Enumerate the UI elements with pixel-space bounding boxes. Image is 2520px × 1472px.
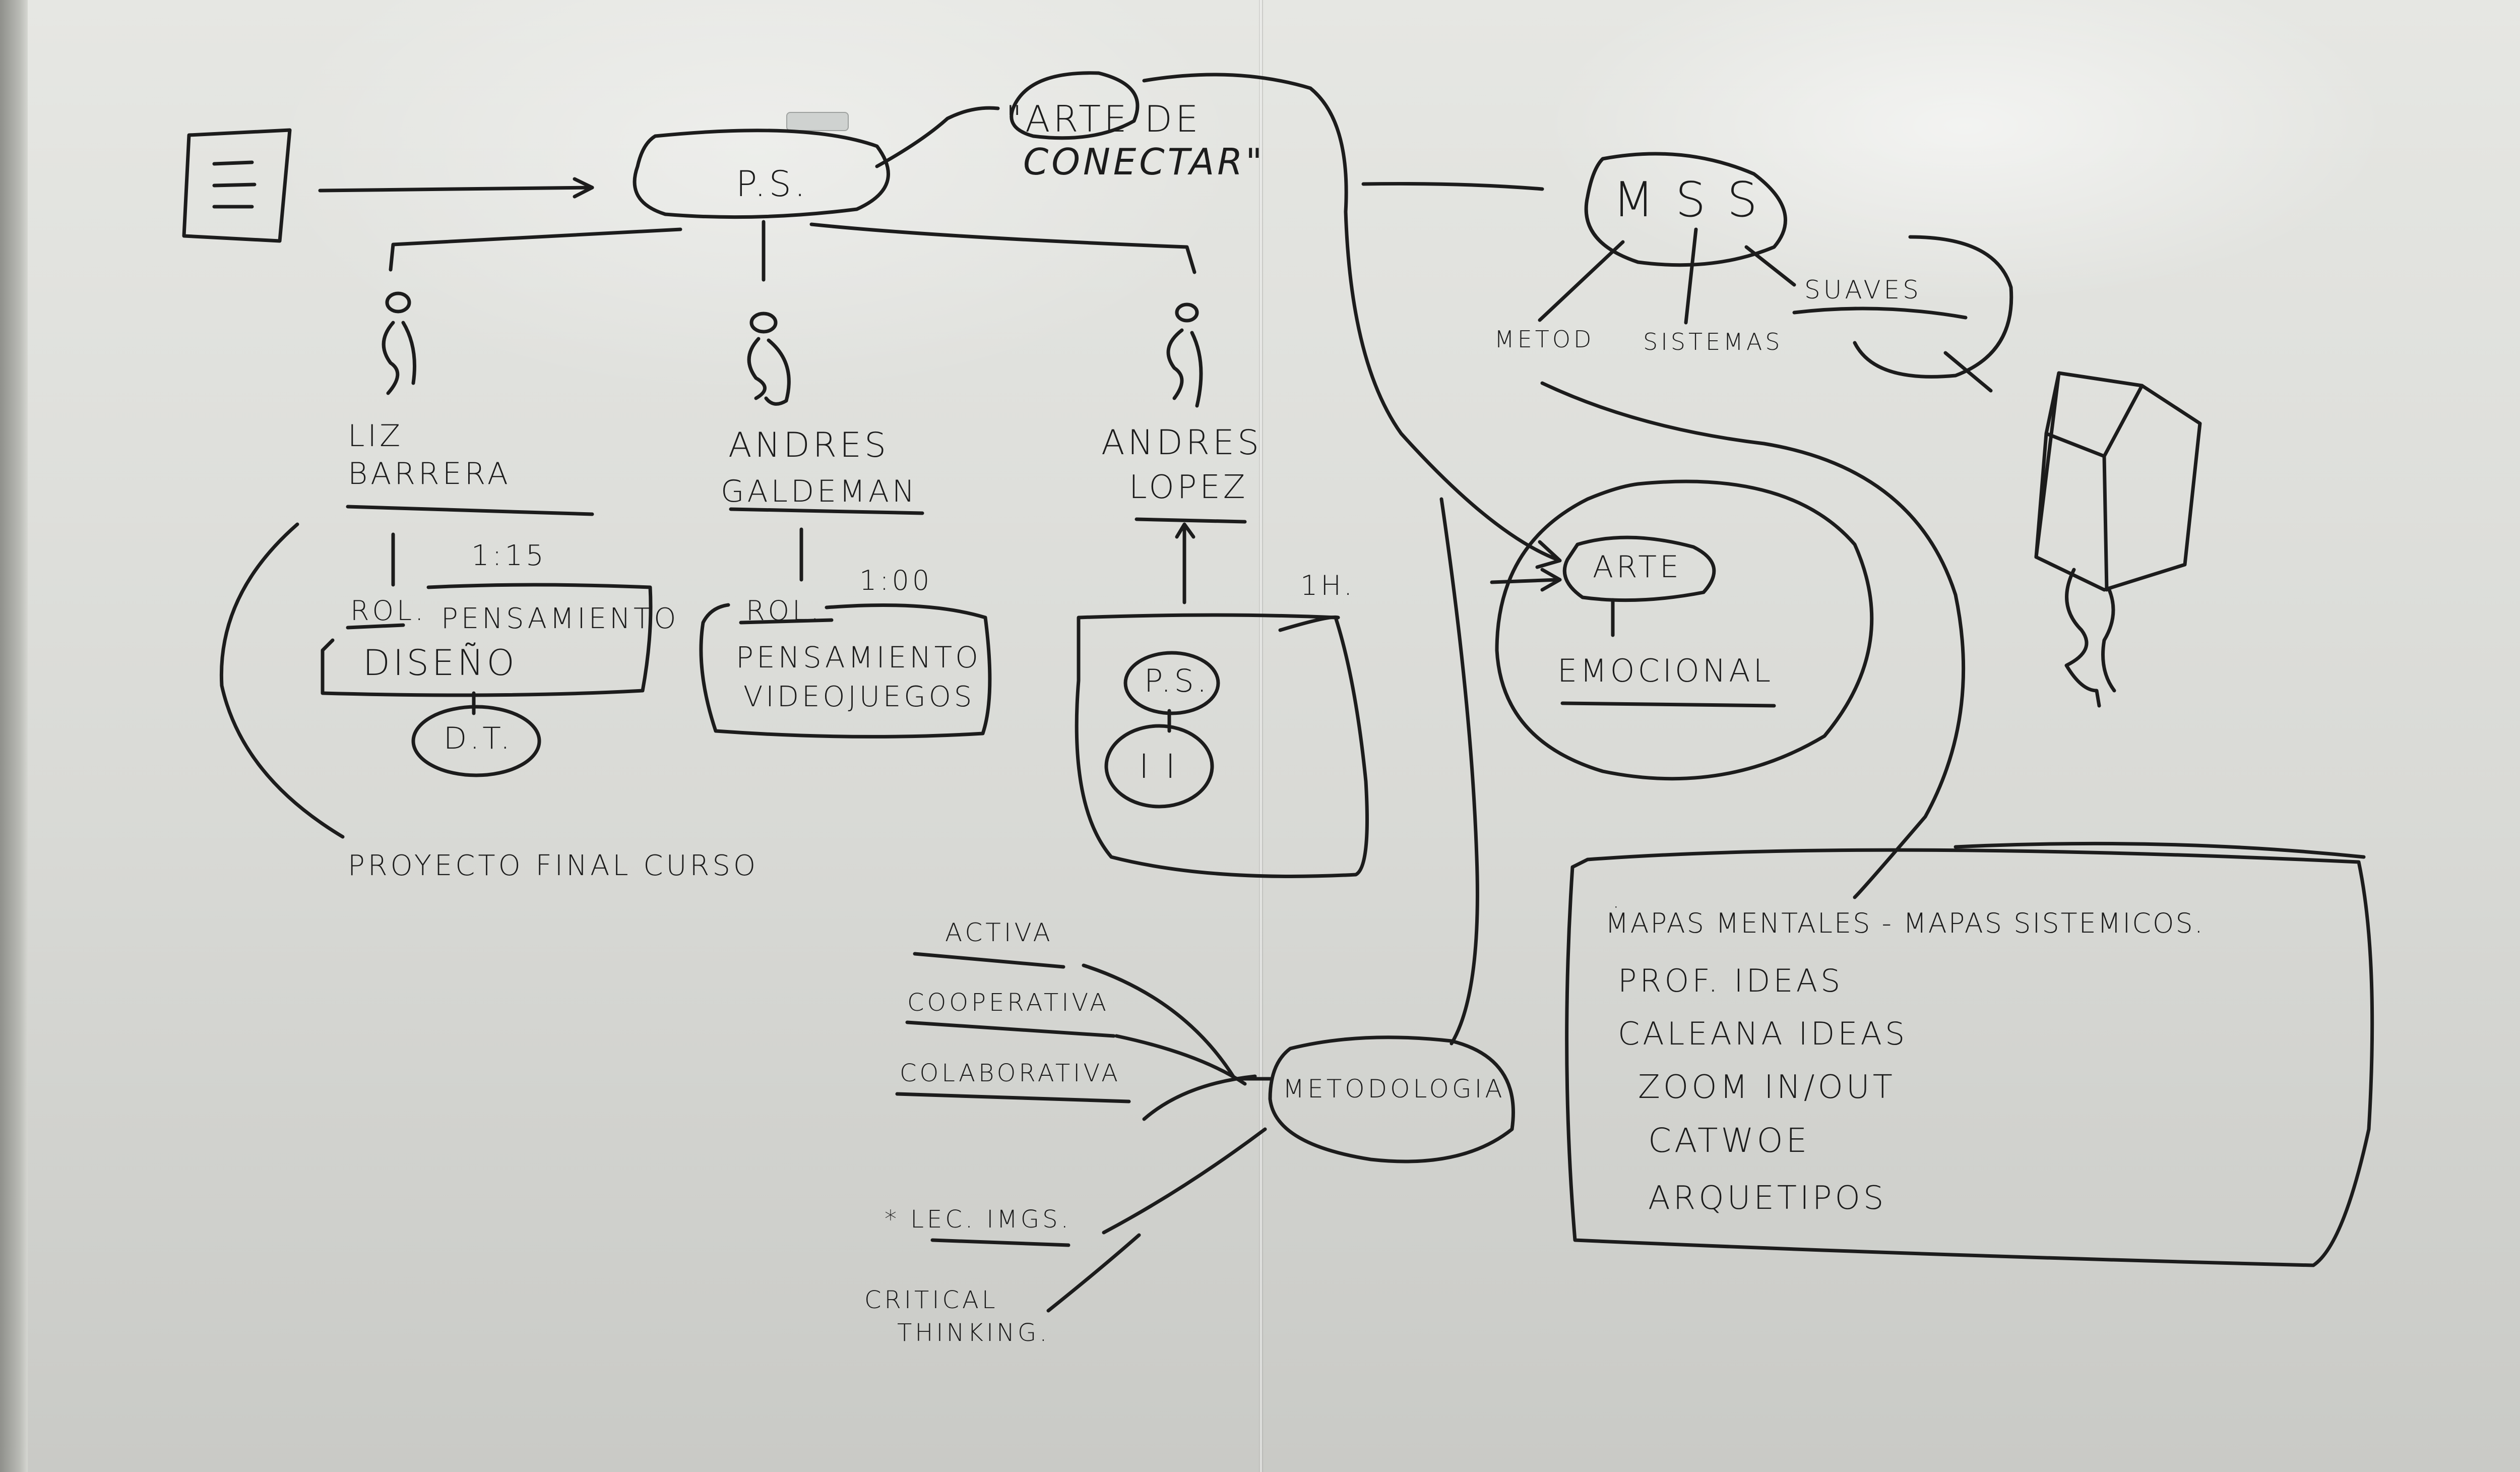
ii-label: i i [1139,747,1178,786]
suaves-label: SUAVES [1804,275,1922,304]
methods-box [1565,848,2374,1267]
andres-g-rol-label: ROL. [746,595,823,627]
andres-g-name-2: GALDEMAN [721,474,918,509]
mss-line [1361,181,1544,191]
arte-oval [1562,535,1716,602]
arte-label: ARTE [1593,549,1682,585]
andres-g-name-1: ANDRES [728,425,890,465]
methods-item-4: ZOOM IN/OUT [1638,1069,1896,1106]
person-icon-andres-l [1166,302,1203,408]
critical-label: CRITICAL [864,1286,998,1314]
andres-l-time: 1h. [1300,570,1356,601]
dt-label: D.T. [444,721,513,756]
lec-imgs-label: * LEC. IMGS. [885,1205,1072,1234]
ps-box-label: P.S. [1144,662,1210,699]
document-icon [182,128,292,243]
andres-g-pensamiento: PENSAMIENTO [736,640,981,674]
mss-oval [1584,152,1787,267]
emocional-big-circle [1495,479,1874,781]
long-loop-line [1142,73,1559,562]
proyecto-label: PROYECTO FINAL CURSO [348,849,759,882]
ps-oval [633,129,890,219]
andres-l-name-2: LOPEZ [1129,469,1248,506]
colaborativa-label: COLABORATIVA [900,1059,1121,1087]
arrow-to-ps [318,177,594,199]
activa-label: ACTIVA [945,918,1053,947]
methods-item-5: CATWOE [1648,1121,1810,1160]
arte-de-label: "ARTE DE [1005,98,1202,140]
metodologia-label: METODOLOGIA [1283,1074,1505,1103]
house-drawing [2034,371,2202,708]
ps-bracket [389,227,682,272]
methods-item-2: PROF. IDEAS [1618,962,1844,999]
mss-label: M S S [1613,172,1760,228]
cooperativa-label: COOPERATIVA [907,989,1109,1017]
bullet-dot: · [1613,896,1622,919]
board-frame-left [0,0,28,1472]
liz-name-1: LIZ [348,418,404,454]
andres-g-time: 1:00 [859,565,933,596]
board-panel-seam [1259,0,1263,1472]
emocional-label: EMOCIONAL [1557,652,1774,689]
suaves-loop [1853,235,2013,379]
thinking-label: THINKING. [897,1319,1050,1347]
methods-item-1: MAPAS MENTALES - MAPAS SISTEMICOS. [1605,907,2204,939]
person-icon-andres-g [747,312,791,406]
methods-item-3: CALEANA IDEAS [1618,1015,1908,1052]
sistemas-label: SISTEMAS [1643,328,1783,355]
conectar-label: CONECTAR" [1023,141,1266,183]
liz-rol-label: ROL. [350,595,427,627]
person-icon-liz [382,291,416,395]
loop-to-metodologia [1439,497,1479,1046]
metod-label: METOD [1494,326,1595,353]
andres-g-videojuegos: VIDEOJUEGOS [743,681,975,713]
methods-item-6: ARQUETIPOS [1648,1180,1887,1217]
andres-l-name-1: ANDRES [1101,423,1263,463]
liz-name-2: BARRERA [348,456,511,492]
ps-top-label: P.S. [736,163,809,205]
liz-time: 1:15 [471,539,547,572]
liz-diseno: DISEÑO [363,642,518,684]
liz-pensamiento: PENSAMIENTO [441,602,679,635]
ps-to-arte-line [875,106,1000,168]
magnet [786,112,849,131]
arte-circle [1010,71,1140,140]
metodologia-oval [1268,1035,1515,1163]
proyecto-bracket [219,522,345,839]
